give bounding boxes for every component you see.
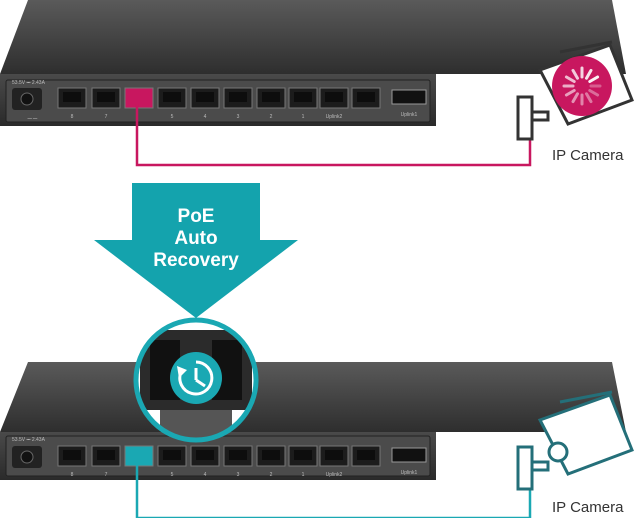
port-socket-icon (262, 92, 280, 102)
top-camera (516, 40, 634, 141)
arrow-line-2: Auto (174, 228, 217, 249)
port-label: 8 (71, 114, 74, 120)
camera-mount-icon (516, 95, 534, 141)
port-label: 2 (270, 114, 273, 120)
spinner-spoke (585, 92, 593, 104)
port-socket-icon (130, 92, 148, 102)
spinner-spoke (588, 75, 600, 83)
loading-spinner-icon (552, 56, 612, 116)
port-label: 7 (105, 472, 108, 478)
power-label: 53.5V ⎓ 2.43A (12, 437, 46, 443)
camera-mount-icon (516, 445, 534, 491)
port-socket-icon (357, 450, 375, 460)
arrow-line-1: PoE (178, 206, 215, 227)
port-socket-icon (63, 92, 81, 102)
arrow-line-3: Recovery (153, 250, 239, 271)
spinner-spoke (564, 89, 576, 97)
port-label: 1 (302, 472, 305, 478)
port-uplink1-sfp (391, 447, 427, 463)
port-socket-icon (325, 92, 343, 102)
port-label: 7 (105, 114, 108, 120)
port-label: 1 (302, 114, 305, 120)
spinner-spoke (571, 68, 579, 80)
port-socket-icon (163, 92, 181, 102)
port-label: 3 (237, 472, 240, 478)
spinner-spoke (588, 89, 600, 97)
port-label: 2 (270, 472, 273, 478)
port-socket-icon (357, 92, 375, 102)
bottom-camera-label: IP Camera (552, 499, 624, 516)
port-label: 8 (71, 472, 74, 478)
power-led-icon: ⚊⚊ (27, 115, 38, 121)
port-socket-icon (130, 450, 148, 460)
port-label: Uplink1 (401, 112, 418, 118)
port-socket-icon (97, 92, 115, 102)
port-socket-icon (294, 92, 312, 102)
port-socket-icon (163, 450, 181, 460)
port-label: 5 (171, 114, 174, 120)
port-socket-icon (97, 450, 115, 460)
port-label: Uplink1 (401, 470, 418, 476)
top-switch: 53.5V ⎓ 2.43A 8 7 5 4 3 2 1 Uplink2 Uplink1 ⚊⚊ (0, 0, 626, 126)
port-socket-icon (294, 450, 312, 460)
zoom-badge (133, 317, 259, 443)
top-camera-label: IP Camera (552, 147, 624, 164)
port-label: 3 (237, 114, 240, 120)
spinner-spoke (585, 68, 593, 80)
camera-lens-icon (547, 441, 569, 463)
port-socket-icon (229, 450, 247, 460)
bottom-cable (135, 462, 532, 518)
port-label: 4 (204, 114, 207, 120)
spinner-spoke (564, 75, 576, 83)
port-socket-icon (63, 450, 81, 460)
bottom-camera (516, 390, 634, 491)
port-uplink1-sfp (391, 89, 427, 105)
port-label: Uplink2 (326, 472, 343, 478)
port-socket-icon (229, 92, 247, 102)
port-label: 4 (204, 472, 207, 478)
port-label: 5 (171, 472, 174, 478)
poe-auto-recovery-arrow: PoE Auto Recovery (94, 183, 298, 318)
spinner-spoke (571, 92, 579, 104)
power-label: 53.5V ⎓ 2.43A (12, 80, 46, 86)
port-socket-icon (196, 450, 214, 460)
port-socket-icon (262, 450, 280, 460)
port-socket-icon (325, 450, 343, 460)
port-label: Uplink2 (326, 114, 343, 120)
port-socket-icon (196, 92, 214, 102)
